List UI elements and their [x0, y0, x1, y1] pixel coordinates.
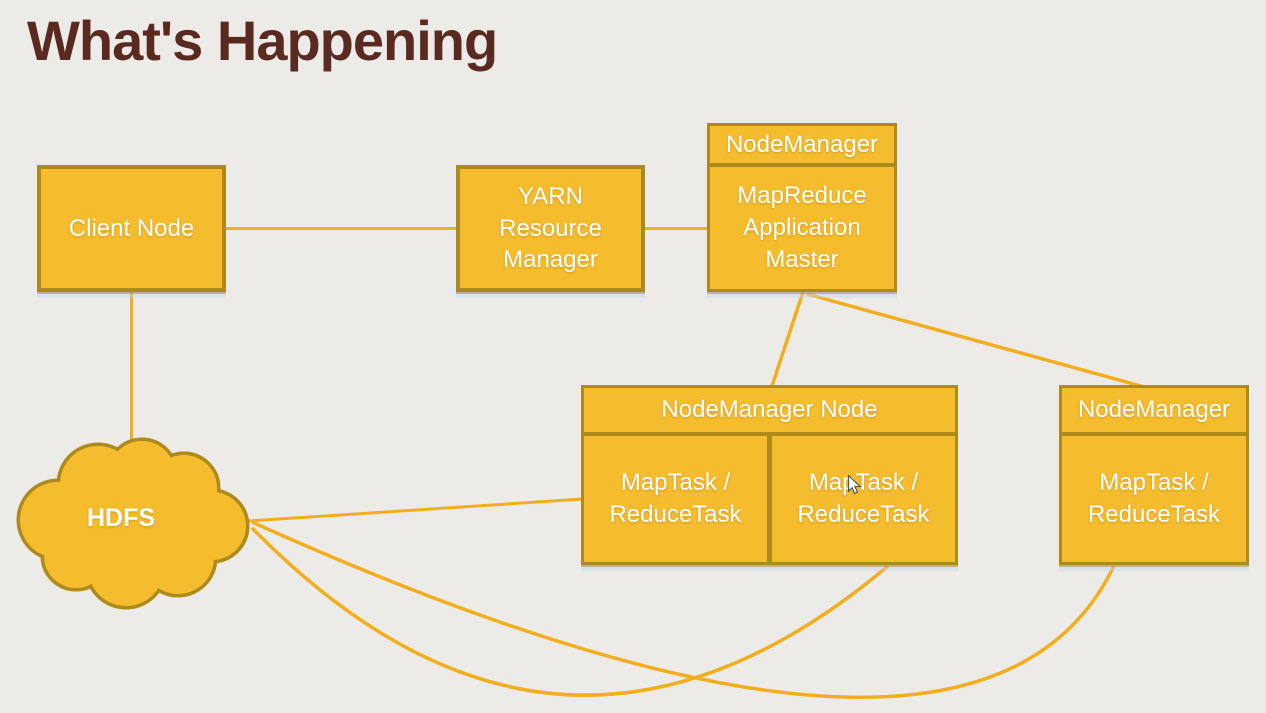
node-nodemanager-node-header: NodeManager Node [584, 388, 955, 432]
node-maptask-far-right: MapTask / ReduceTask [1062, 436, 1246, 562]
edge-appmaster-to-nodemanager-right [806, 292, 1149, 390]
node-yarn-resource-manager: YARN Resource Manager [456, 165, 645, 292]
node-hdfs-cloud: HDFS [8, 428, 254, 620]
edge-hdfs-to-nodemanager-right-curve [251, 520, 1116, 699]
node-client: Client Node [37, 165, 226, 292]
node-nodemanager-right-header-label: NodeManager [1077, 396, 1231, 424]
edge-hdfs-to-nodemanager-node-curve [250, 526, 890, 697]
node-nodemanager-top: NodeManager MapReduce Application Master [707, 123, 897, 292]
node-nodemanager-right-header: NodeManager [1062, 388, 1246, 432]
node-mapreduce-application-master: MapReduce Application Master [710, 167, 894, 289]
edge-hdfs-to-nodemanager-node [247, 497, 584, 523]
node-hdfs-label: HDFS [86, 504, 156, 532]
edge-appmaster-to-nodemanager-node [770, 291, 805, 387]
node-maptask-right: MapTask / ReduceTask [772, 436, 955, 562]
node-nodemanager-node-body: MapTask / ReduceTask MapTask / ReduceTas… [584, 436, 955, 562]
node-mapreduce-application-master-label: MapReduce Application Master [737, 182, 867, 273]
node-nodemanager-top-header: NodeManager [710, 126, 894, 163]
node-maptask-left: MapTask / ReduceTask [584, 436, 767, 562]
node-nodemanager-top-header-label: NodeManager [725, 130, 879, 158]
node-maptask-right-label: MapTask / ReduceTask [797, 469, 930, 528]
mouse-cursor-icon [848, 475, 862, 495]
node-client-label: Client Node [68, 214, 195, 242]
node-nodemanager-node: NodeManager Node MapTask / ReduceTask Ma… [581, 385, 958, 565]
cloud-icon [16, 437, 250, 610]
node-maptask-far-right-label: MapTask / ReduceTask [1087, 469, 1221, 528]
node-maptask-left-label: MapTask / ReduceTask [609, 469, 742, 528]
node-nodemanager-node-header-label: NodeManager Node [661, 396, 878, 424]
node-yarn-label: YARN Resource Manager [499, 182, 602, 274]
page-title: What's Happening [27, 9, 498, 72]
node-nodemanager-right: NodeManager MapTask / ReduceTask [1059, 385, 1249, 565]
